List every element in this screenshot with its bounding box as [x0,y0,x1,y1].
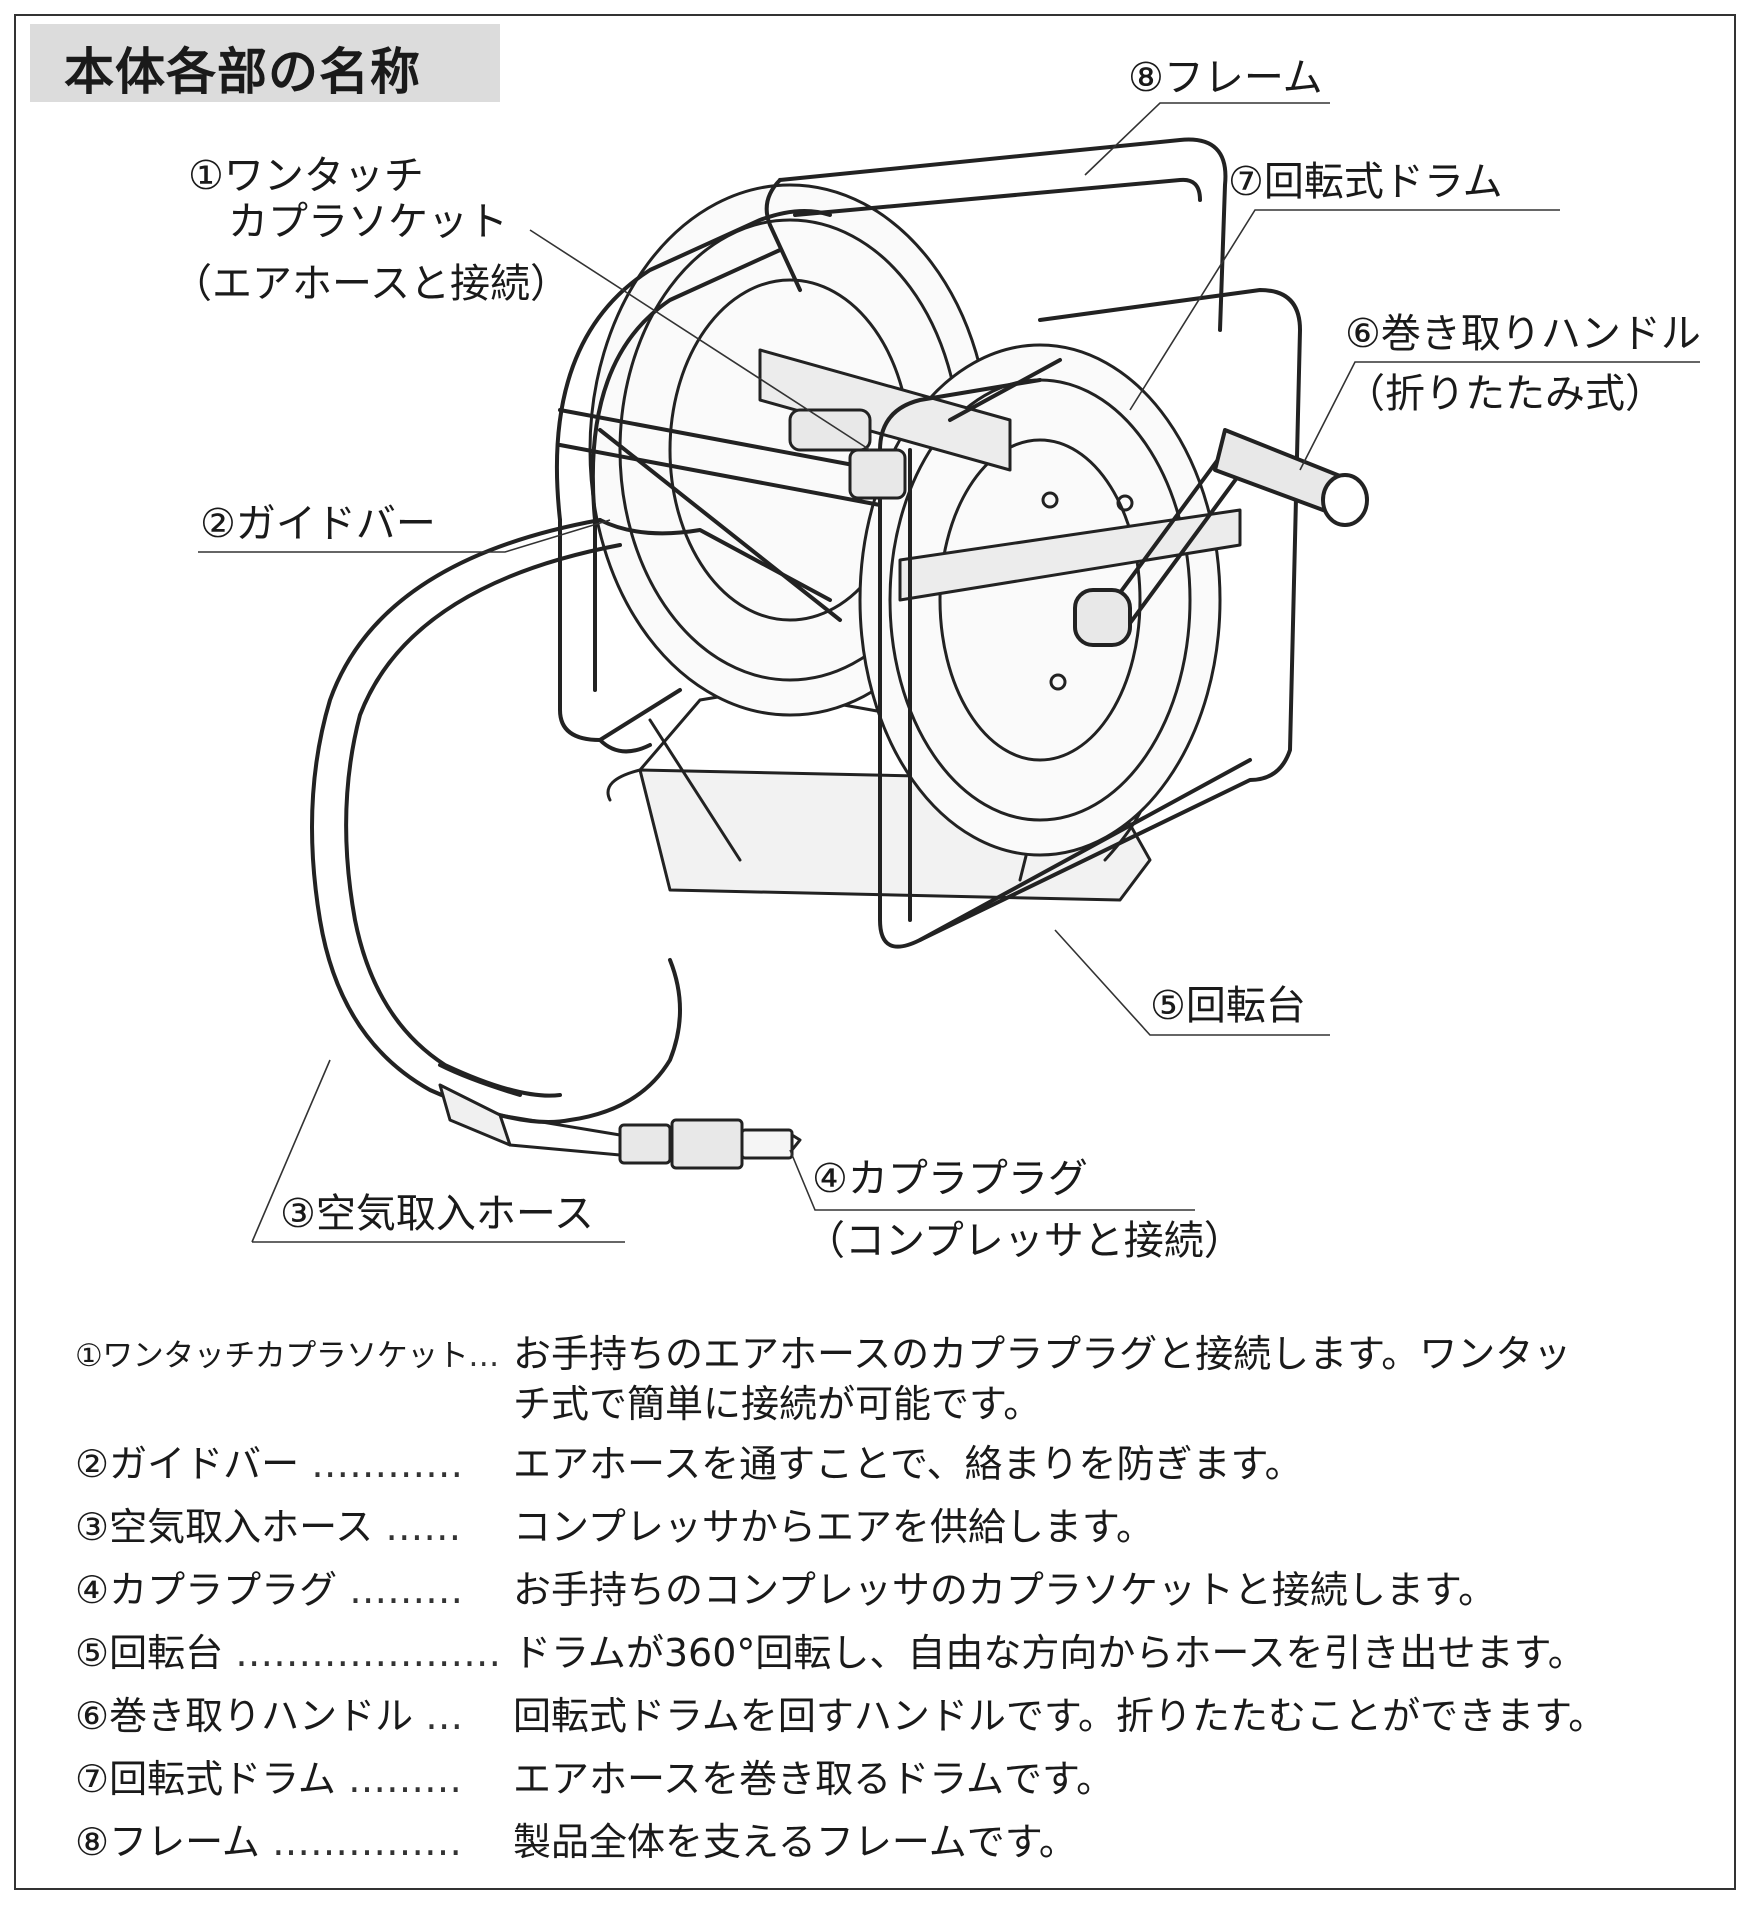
label-rotary-drum: ⑦回転式ドラム [1228,158,1503,206]
label-coupler-socket-1: ①ワンタッチ [188,152,424,200]
description-text-continued: チ式で簡単に接続が可能です。 [513,1380,1041,1429]
description-text: ドラムが360°回転し、自由な方向からホースを引き出せます。 [513,1629,1586,1678]
description-text: お手持ちのコンプレッサのカプラソケットと接続します。 [513,1566,1496,1615]
description-text: 回転式ドラムを回すハンドルです。折りたたむことができます。 [513,1692,1606,1741]
label-rotating-base: ⑤回転台 [1150,982,1306,1030]
description-text: エアホースを巻き取るドラムです。 [513,1755,1114,1804]
description-text: コンプレッサからエアを供給します。 [513,1503,1154,1552]
label-guide-bar: ②ガイドバー [200,500,436,548]
description-term: ⑤回転台 ………………… [75,1629,505,1678]
description-text: お手持ちのエアホースのカプラプラグと接続します。ワンタッ [513,1330,1571,1379]
description-term: ⑧フレーム …………… [75,1818,505,1867]
description-term: ②ガイドバー ………… [75,1440,505,1489]
label-air-intake-hose: ③空気取入ホース [280,1190,594,1238]
coupler-plug [440,1085,800,1168]
air-intake-hose [312,520,680,1122]
label-coupler-socket-note: （エアホースと接続） [172,260,570,308]
label-frame: ⑧フレーム [1128,54,1323,102]
description-text: 製品全体を支えるフレームです。 [513,1818,1077,1867]
description-term: ⑦回転式ドラム ……… [75,1755,505,1804]
description-text: エアホースを通すことで、絡まりを防ぎます。 [513,1440,1303,1489]
label-winding-handle: ⑥巻き取りハンドル [1345,310,1701,358]
description-term: ⑥巻き取りハンドル … [75,1692,505,1741]
description-term: ③空気取入ホース …… [75,1503,505,1552]
label-coupler-plug: ④カプラプラグ [812,1155,1088,1203]
description-term: ④カプラプラグ ……… [75,1566,505,1615]
label-coupler-socket-2: カプラソケット [228,198,508,246]
label-coupler-plug-note: （コンプレッサと接続） [805,1217,1244,1265]
description-term: ①ワンタッチカプラソケット… [75,1336,505,1376]
label-winding-handle-note: （折りたたみ式） [1345,370,1665,418]
